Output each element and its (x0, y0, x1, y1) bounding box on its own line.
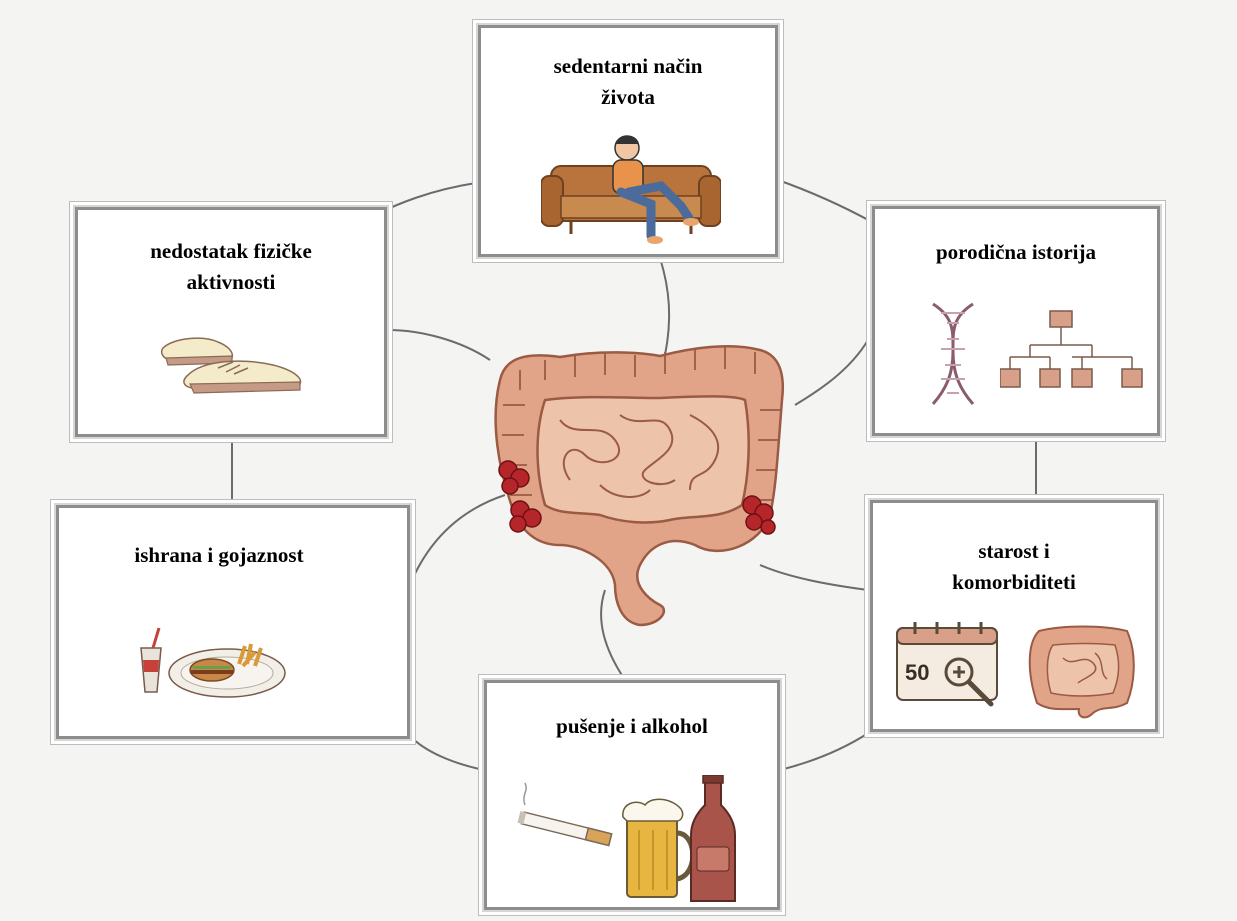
family-tree-icon (1000, 307, 1150, 399)
title-line-1: nedostatak fizičke (78, 236, 384, 267)
dna-icon (923, 299, 983, 409)
title-line-1: starost i (873, 536, 1155, 567)
card-title-sedentary: sedentarni način života (481, 51, 775, 113)
card-title-smoking: pušenje i alkohol (487, 711, 777, 742)
card-sedentary-lifestyle: sedentarni način života (478, 25, 778, 257)
title-line-1: sedentarni način (481, 51, 775, 82)
card-title-diet: ishrana i gojaznost (79, 540, 359, 571)
title-line-2: komorbiditeti (873, 567, 1155, 598)
calendar-magnifier-icon: 50 (893, 618, 1013, 708)
card-title-family: porodična istorija (875, 237, 1157, 268)
card-title-age: starost i komorbiditeti (873, 536, 1155, 598)
small-colon-icon (1023, 613, 1143, 723)
calendar-number: 50 (905, 660, 929, 685)
sneakers-icon (158, 320, 308, 395)
card-smoking-alcohol: pušenje i alkohol (484, 680, 780, 910)
card-age-comorbidities: starost i komorbiditeti 50 (870, 500, 1158, 732)
title-line-2: života (481, 82, 775, 113)
card-family-history: porodična istorija (872, 206, 1160, 436)
title-line-2: aktivnosti (78, 267, 384, 298)
person-on-sofa-icon (541, 126, 721, 246)
cigarette-beer-bottle-icon (517, 775, 747, 905)
fast-food-icon (137, 618, 287, 698)
card-physical-inactivity: nedostatak fizičke aktivnosti (75, 207, 387, 437)
colon-illustration (496, 346, 783, 625)
card-diet-obesity: ishrana i gojaznost (56, 505, 410, 739)
card-title-physical: nedostatak fizičke aktivnosti (78, 236, 384, 298)
